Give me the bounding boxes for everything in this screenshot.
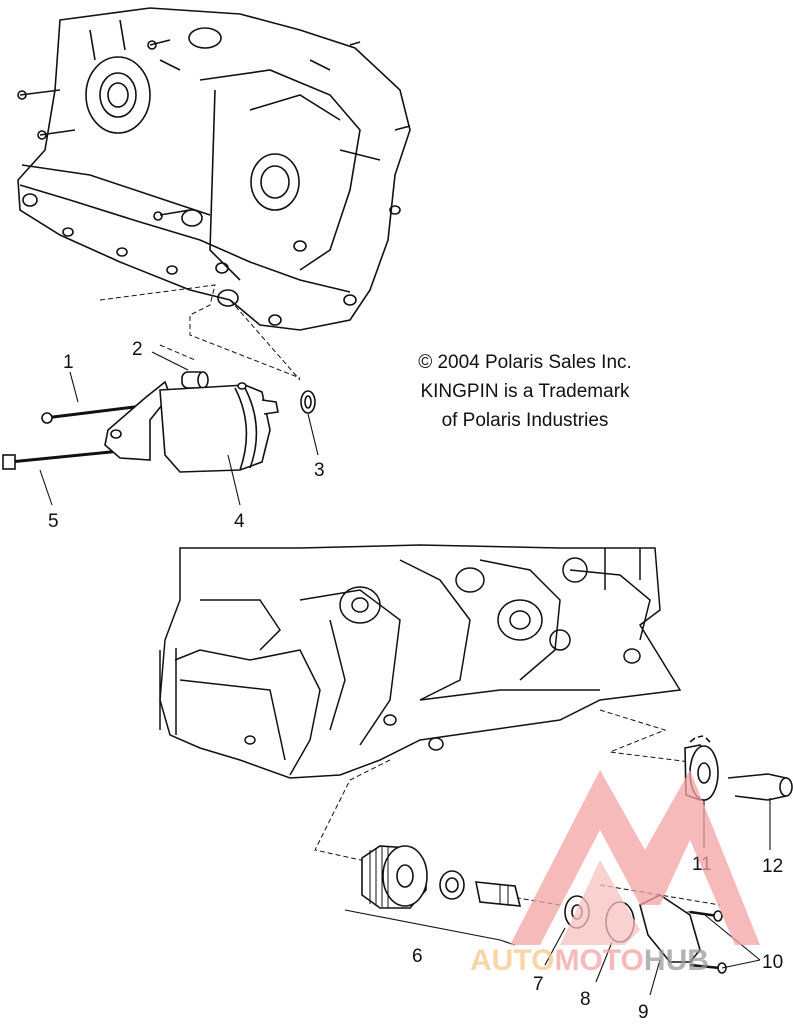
callout-2: 2 bbox=[132, 339, 143, 360]
watermark-text: AUTOMOTOHUB bbox=[470, 944, 709, 977]
watermark-part-1: AUTO bbox=[470, 944, 554, 977]
copyright-line-1: © 2004 Polaris Sales Inc. bbox=[418, 352, 632, 373]
callout-3: 3 bbox=[314, 460, 325, 481]
copyright-line-3: of Polaris Industries bbox=[441, 410, 609, 431]
upper-leader-lines bbox=[39, 351, 319, 506]
callout-6: 6 bbox=[412, 946, 423, 967]
watermark-part-3: HUB bbox=[644, 944, 709, 977]
copyright-notice: © 2004 Polaris Sales Inc. KINGPIN is a T… bbox=[390, 348, 660, 435]
gear-parts-group bbox=[361, 735, 793, 974]
watermark-triangle-icon bbox=[510, 770, 760, 945]
starter-motor-group bbox=[2, 371, 316, 473]
callout-7: 7 bbox=[533, 974, 544, 995]
watermark-logo: AUTOMOTOHUB bbox=[470, 770, 760, 977]
upper-dashed-leaders bbox=[99, 284, 301, 381]
callout-5: 5 bbox=[48, 511, 59, 532]
engine-assembly-drawing bbox=[159, 544, 682, 779]
callout-8: 8 bbox=[580, 989, 591, 1010]
callout-9: 9 bbox=[638, 1002, 649, 1022]
crankcase-drawing bbox=[17, 7, 411, 331]
callout-10: 10 bbox=[762, 952, 783, 973]
callout-1: 1 bbox=[63, 352, 74, 373]
callout-4: 4 bbox=[234, 511, 245, 532]
copyright-line-2: KINGPIN is a Trademark bbox=[420, 381, 630, 402]
callout-12: 12 bbox=[762, 856, 783, 877]
watermark-part-2: MOTO bbox=[554, 944, 643, 977]
